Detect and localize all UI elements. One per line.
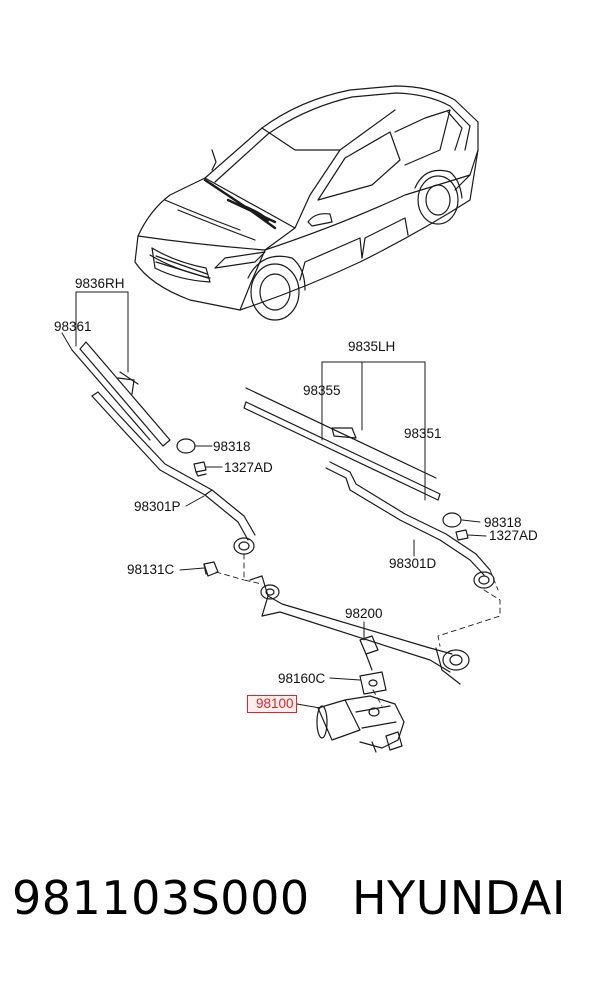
brand-name: HYUNDAI — [352, 871, 566, 925]
crank-cap-drawing — [359, 671, 387, 695]
parts-diagram: 9836RH 98361 9835LH 98355 98351 98318 13… — [54, 85, 538, 753]
label-linkage: 98200 — [345, 606, 383, 621]
cap-l-drawing — [442, 512, 462, 528]
label-lh-blade-b: 98351 — [404, 426, 442, 441]
label-arm-l: 98301D — [389, 556, 437, 571]
label-arm-r: 98301P — [134, 499, 181, 514]
label-lh-blade-a: 98355 — [303, 383, 341, 398]
car-illustration — [134, 85, 479, 321]
label-motor-highlighted: 98100 — [247, 695, 297, 713]
label-cap-r: 98318 — [213, 439, 251, 454]
linkage-drawing — [249, 575, 470, 685]
part-number: 981103S000 — [12, 871, 310, 925]
rh-blade-drawing — [71, 341, 171, 447]
dashed-lines — [215, 553, 501, 707]
motor-drawing — [316, 695, 405, 753]
nut-r-drawing — [193, 461, 207, 477]
label-nut-r: 1327AD — [224, 460, 273, 475]
label-pivot-cap: 98131C — [127, 562, 175, 577]
label-crank-cap: 98160C — [278, 671, 326, 686]
footer-bar: 981103S000 HYUNDAI — [0, 875, 600, 955]
nut-l-drawing — [455, 529, 469, 541]
label-cap-l: 98318 — [484, 515, 522, 530]
lh-arm-drawing — [325, 461, 495, 589]
cap-r-drawing — [176, 438, 196, 454]
label-lh-assy: 9835LH — [348, 339, 396, 354]
diagram-drawing — [61, 85, 501, 753]
leader-lines — [61, 291, 487, 709]
label-rh-assy: 9836RH — [75, 276, 125, 291]
pivot-cap-drawing — [203, 561, 219, 577]
lh-blade-drawing — [243, 387, 441, 501]
label-rh-blade: 98361 — [54, 319, 92, 334]
label-nut-l: 1327AD — [489, 528, 538, 543]
